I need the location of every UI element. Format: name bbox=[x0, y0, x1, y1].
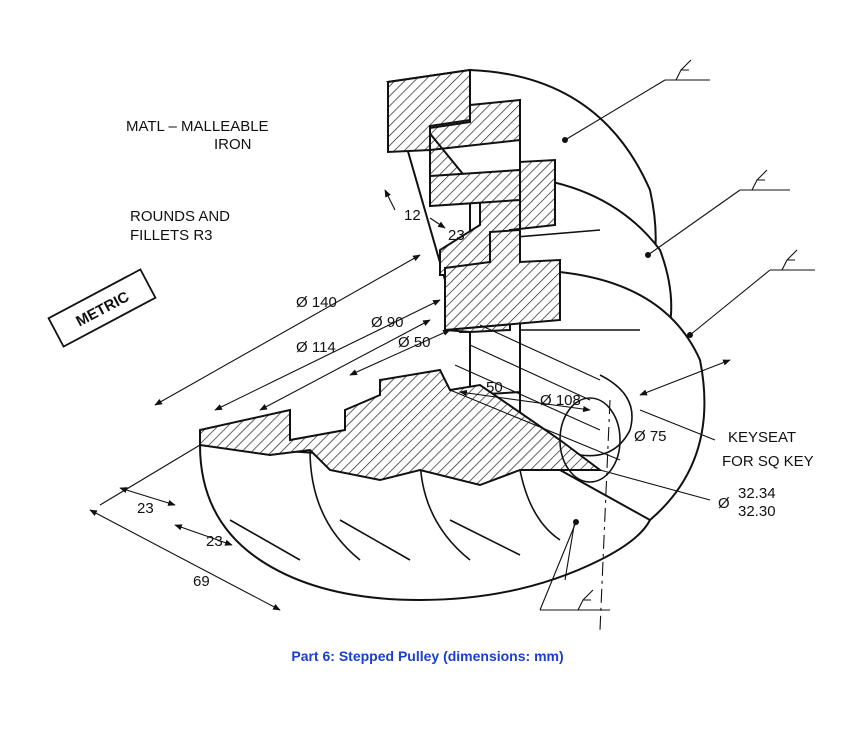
pulley-body bbox=[198, 68, 706, 602]
dim-d50: Ø 50 bbox=[398, 334, 431, 351]
keyseat-note-line1: KEYSEAT bbox=[728, 429, 796, 446]
rounds-note-line2: FILLETS R3 bbox=[130, 227, 213, 244]
dim-d140: Ø 140 bbox=[296, 294, 337, 311]
upper-section-block bbox=[387, 68, 561, 332]
rounds-note-line1: ROUNDS AND bbox=[130, 208, 230, 225]
dim-w69: 69 bbox=[193, 573, 210, 590]
dim-bore-max: 32.34 bbox=[738, 485, 776, 502]
dim-d108: Ø 108 bbox=[540, 392, 581, 409]
dim-w12: 12 bbox=[404, 207, 421, 224]
dim-d114: Ø 114 bbox=[296, 339, 336, 356]
dim-d75: Ø 75 bbox=[634, 428, 667, 445]
dim-d90: Ø 90 bbox=[371, 314, 404, 331]
keyseat-note-line2: FOR SQ KEY bbox=[722, 453, 814, 470]
dim-bore-min: 32.30 bbox=[738, 503, 776, 520]
dim-bore-symbol: Ø bbox=[718, 495, 730, 512]
dim-w23-b: 23 bbox=[206, 533, 223, 550]
figure-caption: Part 6: Stepped Pulley (dimensions: mm) bbox=[291, 648, 564, 664]
material-note-line1: MATL – MALLEABLE bbox=[126, 118, 269, 135]
dimension-lines bbox=[89, 189, 731, 631]
dim-w23-top: 23 bbox=[448, 227, 465, 244]
dim-w23-a: 23 bbox=[137, 500, 154, 517]
finish-marks bbox=[539, 59, 815, 611]
dim-len50: 50 bbox=[486, 379, 503, 396]
material-note-line2: IRON bbox=[214, 136, 252, 153]
metric-stamp: METRIC bbox=[47, 268, 157, 348]
